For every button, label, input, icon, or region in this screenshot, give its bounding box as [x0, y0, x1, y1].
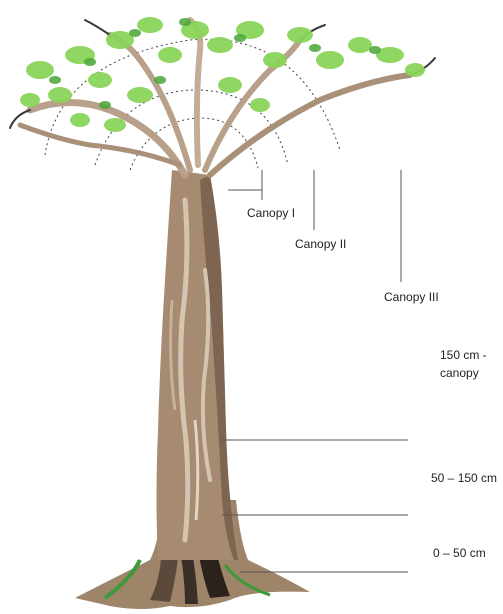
zone-top-label: 150 cm - canopy [440, 346, 487, 382]
canopy-3-label: Canopy III [384, 289, 439, 306]
height-zone-lines [222, 440, 408, 572]
tree-trunk [157, 170, 239, 560]
canopy-2-label: Canopy II [295, 236, 346, 253]
zone-top-label-line2: canopy [440, 364, 487, 382]
zone-top-label-line1: 150 cm - [440, 346, 487, 364]
canopy-guide-lines [228, 170, 401, 282]
canopy-1-label: Canopy I [247, 205, 295, 222]
tree-leaves [20, 17, 425, 132]
zone-middle-label: 50 – 150 cm [431, 470, 497, 487]
zone-bottom-label: 0 – 50 cm [433, 545, 486, 562]
